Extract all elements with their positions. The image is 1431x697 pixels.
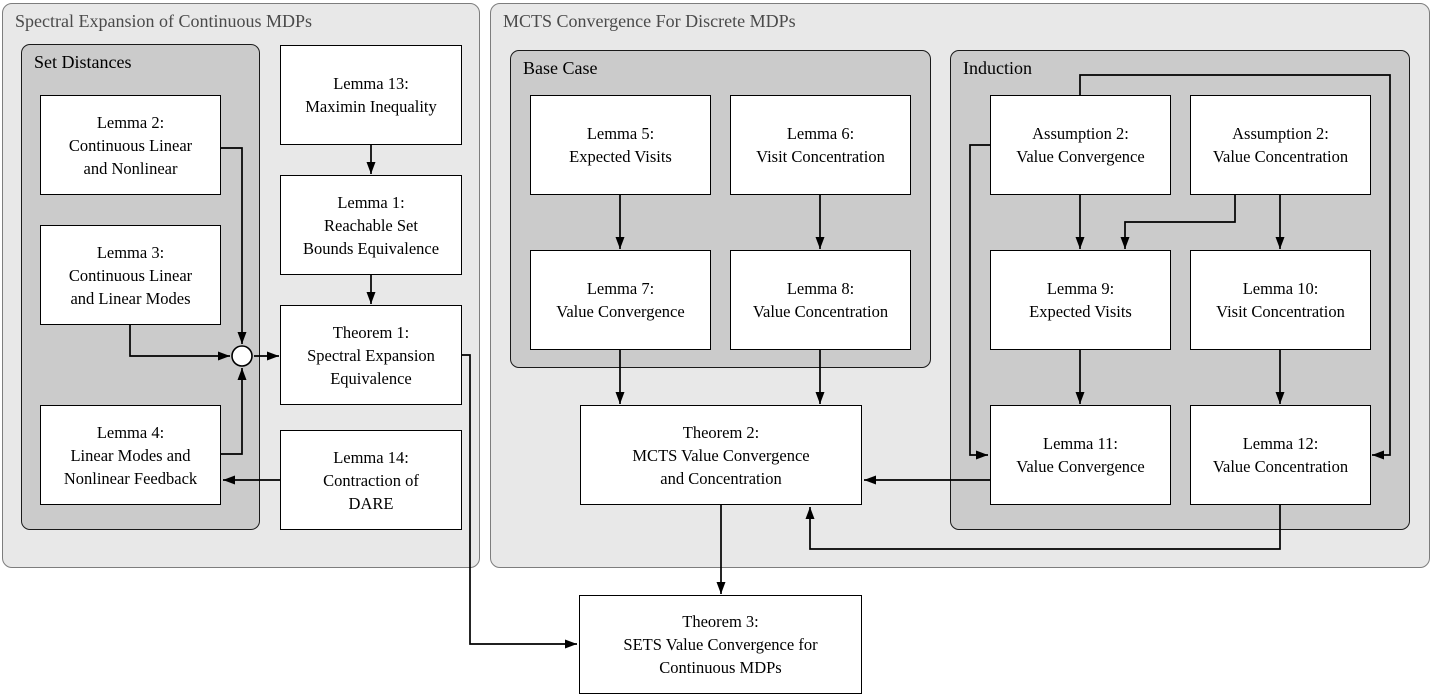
node-lemma8: Lemma 8: Value Concentration [730,250,911,350]
node-lemma1: Lemma 1: Reachable Set Bounds Equivalenc… [280,175,462,275]
node-lemma13: Lemma 13: Maximin Inequality [280,45,462,145]
node-lemma5: Lemma 5: Expected Visits [530,95,711,195]
node-assumption2-value-concentration: Assumption 2: Value Concentration [1190,95,1371,195]
group-base-case-title: Base Case [523,58,598,78]
node-theorem3: Theorem 3: SETS Value Convergence for Co… [579,595,862,694]
node-lemma10: Lemma 10: Visit Concentration [1190,250,1371,350]
node-lemma9: Lemma 9: Expected Visits [990,250,1171,350]
node-theorem2: Theorem 2: MCTS Value Convergence and Co… [580,405,862,505]
node-lemma3: Lemma 3: Continuous Linear and Linear Mo… [40,225,221,325]
node-lemma6: Lemma 6: Visit Concentration [730,95,911,195]
node-lemma14: Lemma 14: Contraction of DARE [280,430,462,530]
group-spectral-expansion-title: Spectral Expansion of Continuous MDPs [15,11,312,31]
node-theorem1: Theorem 1: Spectral Expansion Equivalenc… [280,305,462,405]
node-lemma12: Lemma 12: Value Concentration [1190,405,1371,505]
group-mcts-convergence-title: MCTS Convergence For Discrete MDPs [503,11,796,31]
group-set-distances-title: Set Distances [34,52,132,72]
group-induction-title: Induction [963,58,1032,78]
node-lemma4: Lemma 4: Linear Modes and Nonlinear Feed… [40,405,221,505]
node-lemma2: Lemma 2: Continuous Linear and Nonlinear [40,95,221,195]
node-assumption2-value-convergence: Assumption 2: Value Convergence [990,95,1171,195]
node-lemma11: Lemma 11: Value Convergence [990,405,1171,505]
node-lemma7: Lemma 7: Value Convergence [530,250,711,350]
